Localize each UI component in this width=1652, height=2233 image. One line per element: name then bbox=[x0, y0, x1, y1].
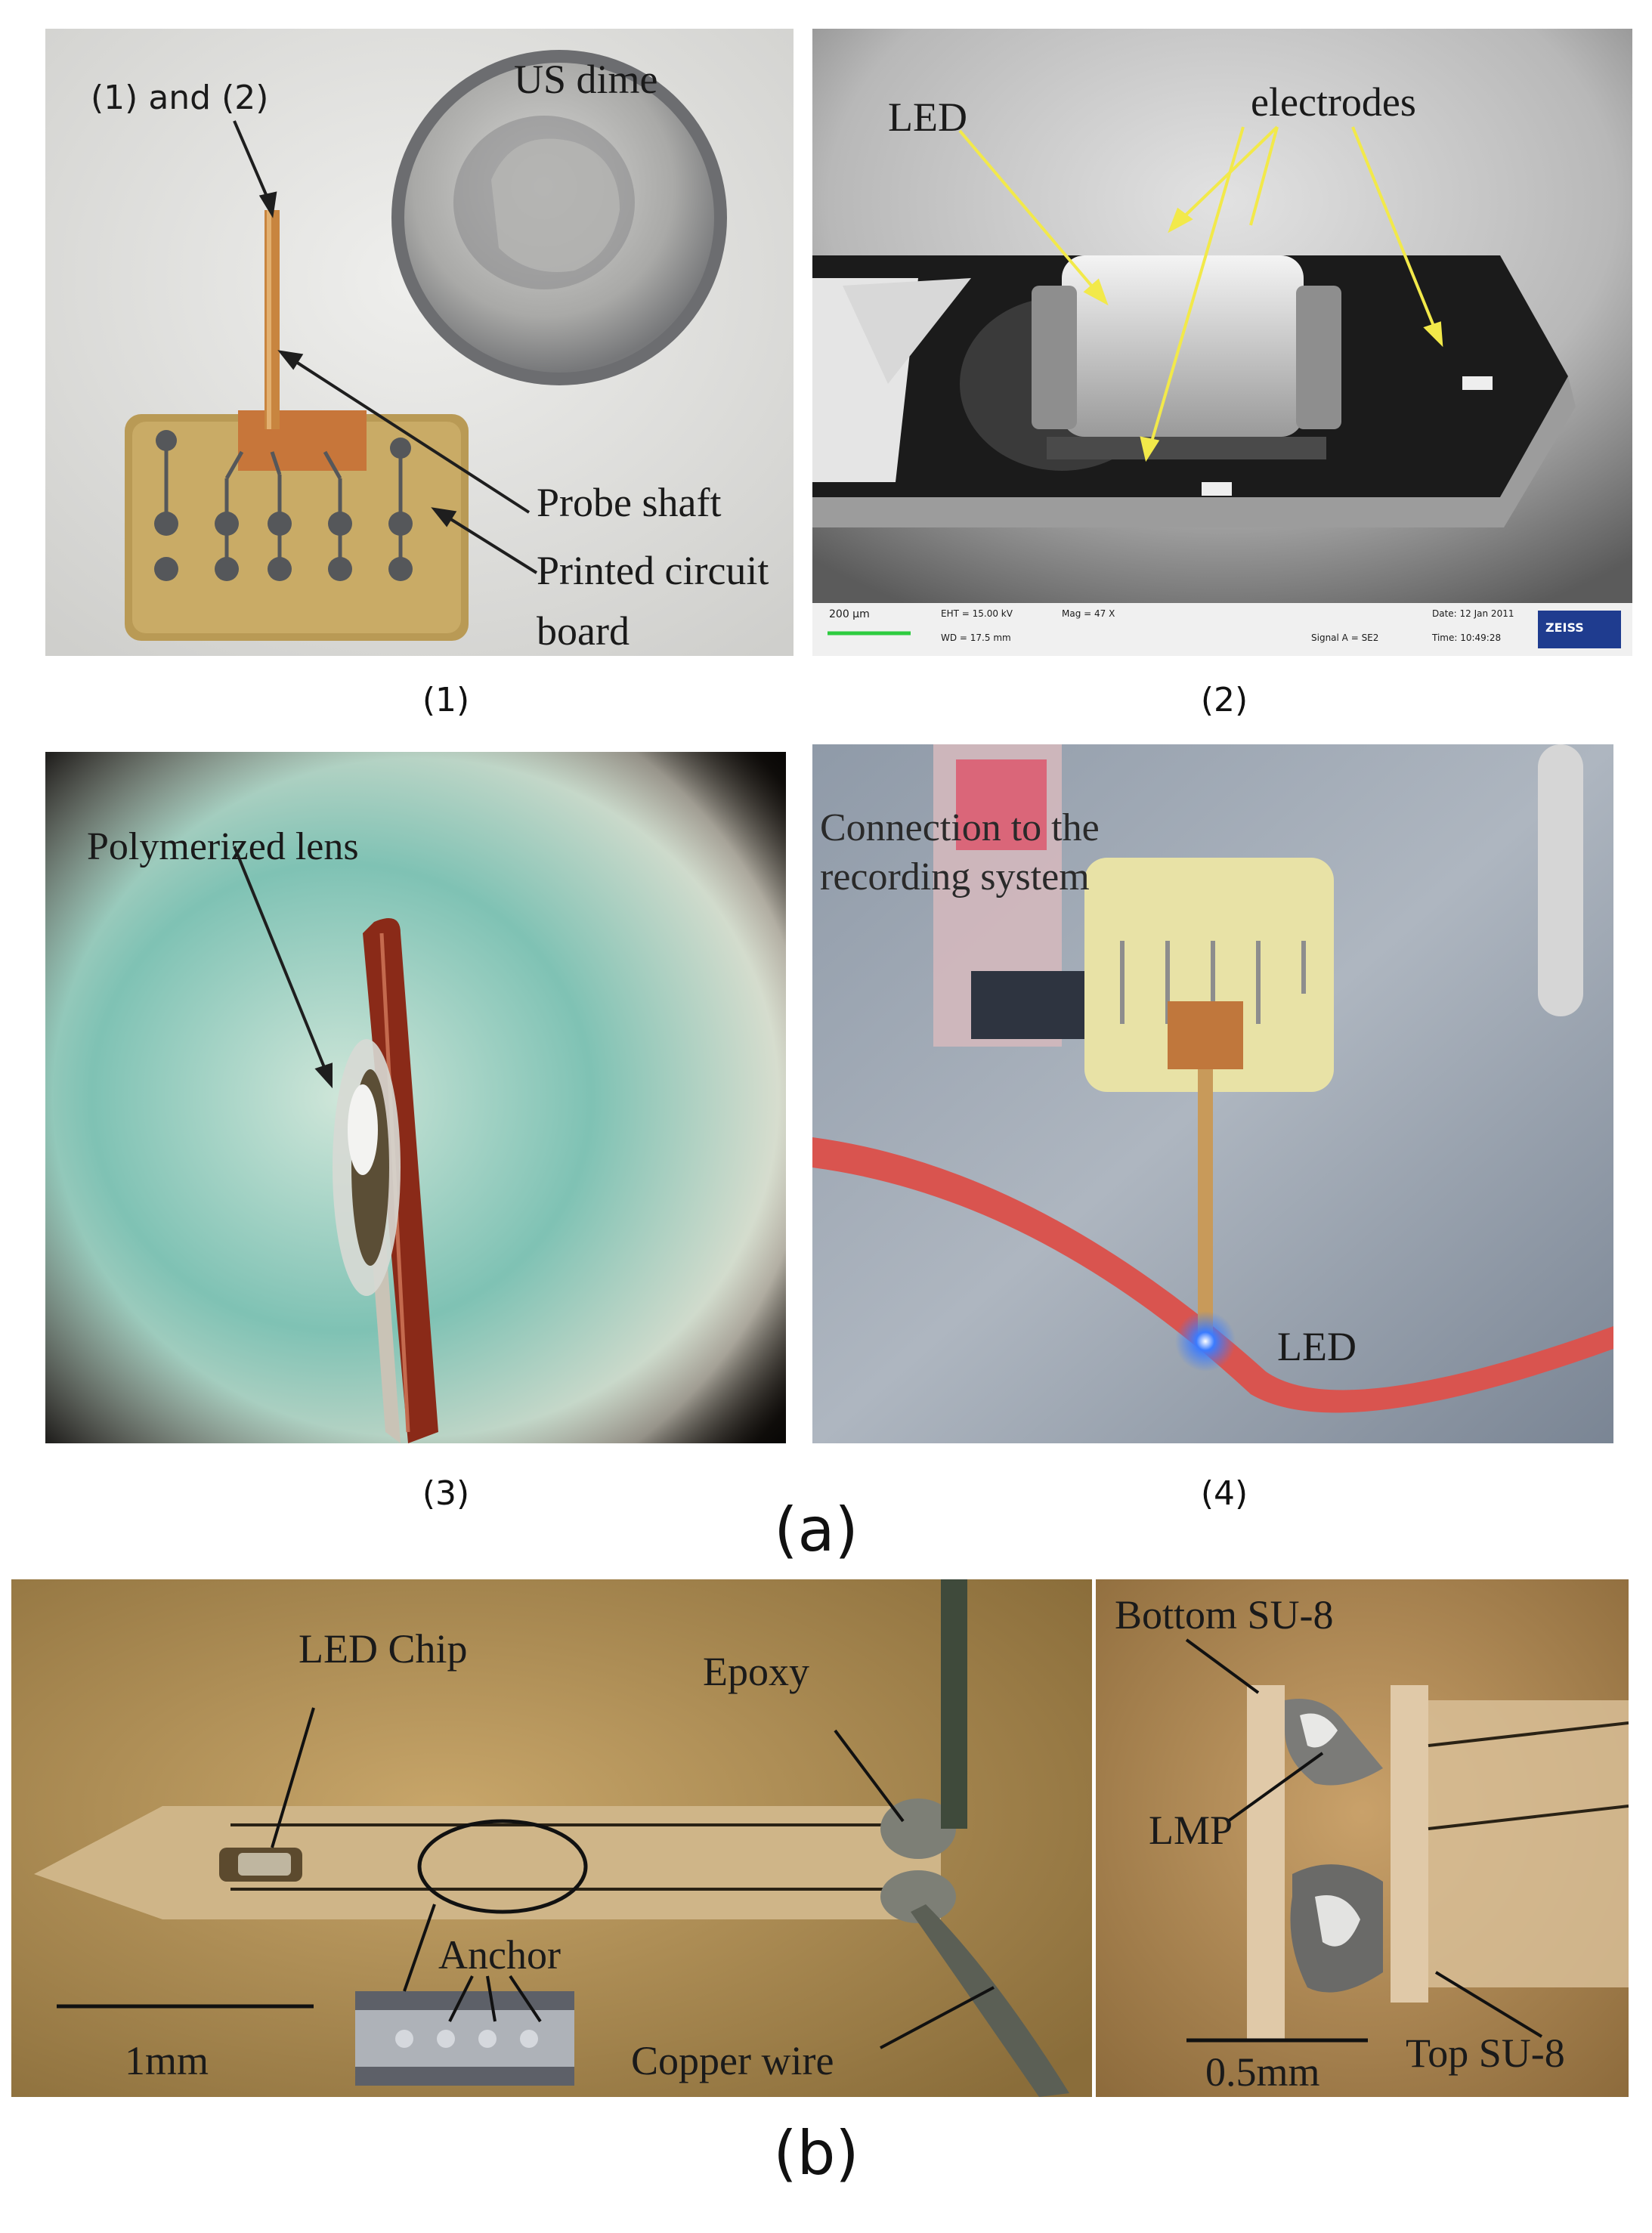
panel-4-photo: Connection to the recording system LED bbox=[812, 744, 1613, 1443]
panel-2-sem: LED electrodes 200 µm EHT = 15.00 kV WD … bbox=[812, 29, 1632, 656]
panel-3-photo: Polymerized lens bbox=[45, 752, 786, 1443]
su8-structure bbox=[1247, 1685, 1629, 2040]
panel-1-photo: (1) and (2) US dime Probe shaft Printed … bbox=[45, 29, 794, 656]
label-anchor: Anchor bbox=[438, 1932, 561, 1978]
probe-body bbox=[34, 1806, 941, 1919]
panel-5-photo: LED Chip Epoxy Anchor Copper wire 1mm bbox=[11, 1579, 1092, 2097]
scale-0-5mm: 0.5mm bbox=[1205, 2049, 1320, 2095]
panel-1-artwork bbox=[45, 29, 794, 656]
panel-4-artwork bbox=[812, 744, 1613, 1443]
label-copper-wire: Copper wire bbox=[631, 2038, 834, 2083]
caption-part-b: (b) bbox=[773, 2118, 859, 2188]
panel-3-arrow bbox=[233, 846, 333, 1089]
label-polymerized-lens: Polymerized lens bbox=[87, 825, 359, 868]
sem-signal: Signal A = SE2 bbox=[1311, 632, 1379, 643]
lmp-blobs bbox=[1285, 1699, 1383, 1993]
sem-led-chip bbox=[1032, 255, 1341, 459]
label-epoxy: Epoxy bbox=[703, 1649, 809, 1694]
caption-3: (3) bbox=[422, 1474, 470, 1513]
label-electrodes: electrodes bbox=[1251, 79, 1416, 125]
label-lmp: LMP bbox=[1149, 1808, 1233, 1853]
sem-date: Date: 12 Jan 2011 bbox=[1432, 608, 1514, 619]
label-led-blue: LED bbox=[1277, 1324, 1357, 1369]
sem-time: Time: 10:49:28 bbox=[1432, 632, 1502, 643]
us-dime bbox=[391, 50, 727, 385]
panel-5-arrows bbox=[57, 1707, 995, 2049]
epoxy-blob bbox=[880, 1579, 1069, 2097]
sem-scale: 200 µm bbox=[829, 608, 870, 620]
panel-2-arrows bbox=[958, 125, 1443, 462]
caption-2: (2) bbox=[1200, 681, 1248, 719]
panel-1-arrows bbox=[233, 120, 538, 574]
panel-6-arrows bbox=[1185, 1638, 1543, 2043]
sem-eht: EHT = 15.00 kV bbox=[941, 608, 1013, 619]
panel-5-artwork bbox=[11, 1579, 1092, 2097]
probe-with-lens bbox=[333, 918, 438, 1443]
sem-wd: WD = 17.5 mm bbox=[941, 632, 1011, 643]
label-bottom-su8: Bottom SU-8 bbox=[1115, 1592, 1334, 1638]
label-pcb-line1: Printed circuit bbox=[537, 548, 769, 593]
panel-2-artwork bbox=[812, 29, 1632, 656]
label-tip: (1) and (2) bbox=[91, 79, 269, 117]
anchor-inset bbox=[355, 1991, 574, 2086]
panel-6-artwork bbox=[1096, 1579, 1629, 2097]
led-light bbox=[1175, 1311, 1236, 1372]
sem-electrode-tip bbox=[1462, 376, 1493, 390]
label-led-sem: LED bbox=[888, 94, 967, 140]
panel-3-artwork bbox=[45, 752, 786, 1443]
label-pcb-line2: board bbox=[537, 608, 630, 654]
sem-brand-logo: ZEISS bbox=[1545, 620, 1584, 635]
label-connection-line1: Connection to the bbox=[820, 806, 1100, 849]
probe-pcb bbox=[1084, 858, 1334, 1341]
sem-electrode-bottom bbox=[1202, 482, 1232, 496]
caption-4: (4) bbox=[1200, 1474, 1248, 1513]
anchor-region-ellipse bbox=[417, 1819, 588, 1914]
label-us-dime: US dime bbox=[514, 57, 658, 102]
scale-1mm: 1mm bbox=[125, 2038, 209, 2083]
printed-circuit-board bbox=[125, 410, 469, 641]
sem-mag: Mag = 47 X bbox=[1062, 608, 1115, 619]
label-probe-shaft: Probe shaft bbox=[537, 480, 722, 525]
label-top-su8: Top SU-8 bbox=[1406, 2030, 1565, 2076]
connector bbox=[933, 744, 1084, 1047]
label-connection-line2: recording system bbox=[820, 855, 1090, 898]
label-led-chip: LED Chip bbox=[299, 1626, 468, 1672]
caption-part-a: (a) bbox=[774, 1495, 858, 1565]
caption-1: (1) bbox=[422, 681, 470, 719]
probe-shaft bbox=[265, 210, 280, 429]
panel-6-photo: Bottom SU-8 LMP Top SU-8 0.5mm bbox=[1096, 1579, 1629, 2097]
